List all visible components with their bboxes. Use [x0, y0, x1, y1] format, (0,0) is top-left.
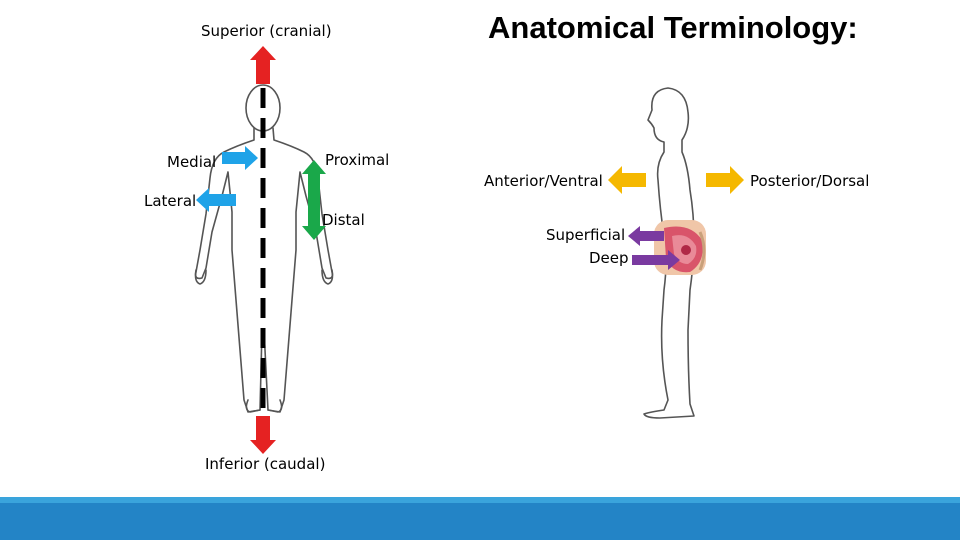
inferior-arrow — [250, 416, 276, 454]
side-body-figure — [643, 87, 695, 419]
front-left-foot — [245, 399, 261, 413]
posterior-label: Posterior/Dorsal — [750, 172, 870, 190]
footer-bar — [0, 503, 960, 540]
front-left-hand — [194, 269, 207, 285]
proximal-distal-arrow — [302, 160, 326, 240]
slide-title: Anatomical Terminology: — [488, 10, 858, 45]
lateral-arrow — [196, 188, 236, 212]
deep-label: Deep — [589, 249, 629, 267]
pelvis-cross-section-image — [654, 220, 706, 275]
distal-label: Distal — [322, 211, 365, 229]
inferior-label: Inferior (caudal) — [205, 455, 326, 473]
superficial-label: Superficial — [546, 226, 626, 244]
front-right-hand — [321, 269, 334, 285]
superficial-arrow — [628, 226, 664, 246]
medial-label: Medial — [167, 153, 217, 171]
deep-arrow — [632, 250, 680, 270]
lateral-label: Lateral — [144, 192, 197, 210]
superior-label: Superior (cranial) — [201, 22, 332, 40]
anterior-arrow — [608, 166, 646, 194]
superior-arrow — [250, 46, 276, 84]
medial-arrow — [222, 146, 258, 170]
posterior-arrow — [706, 166, 744, 194]
anterior-label: Anterior/Ventral — [484, 172, 603, 190]
front-right-foot — [267, 399, 283, 413]
side-body-outline — [643, 87, 695, 419]
proximal-label: Proximal — [325, 151, 390, 169]
footer-accent-bar — [0, 497, 960, 503]
